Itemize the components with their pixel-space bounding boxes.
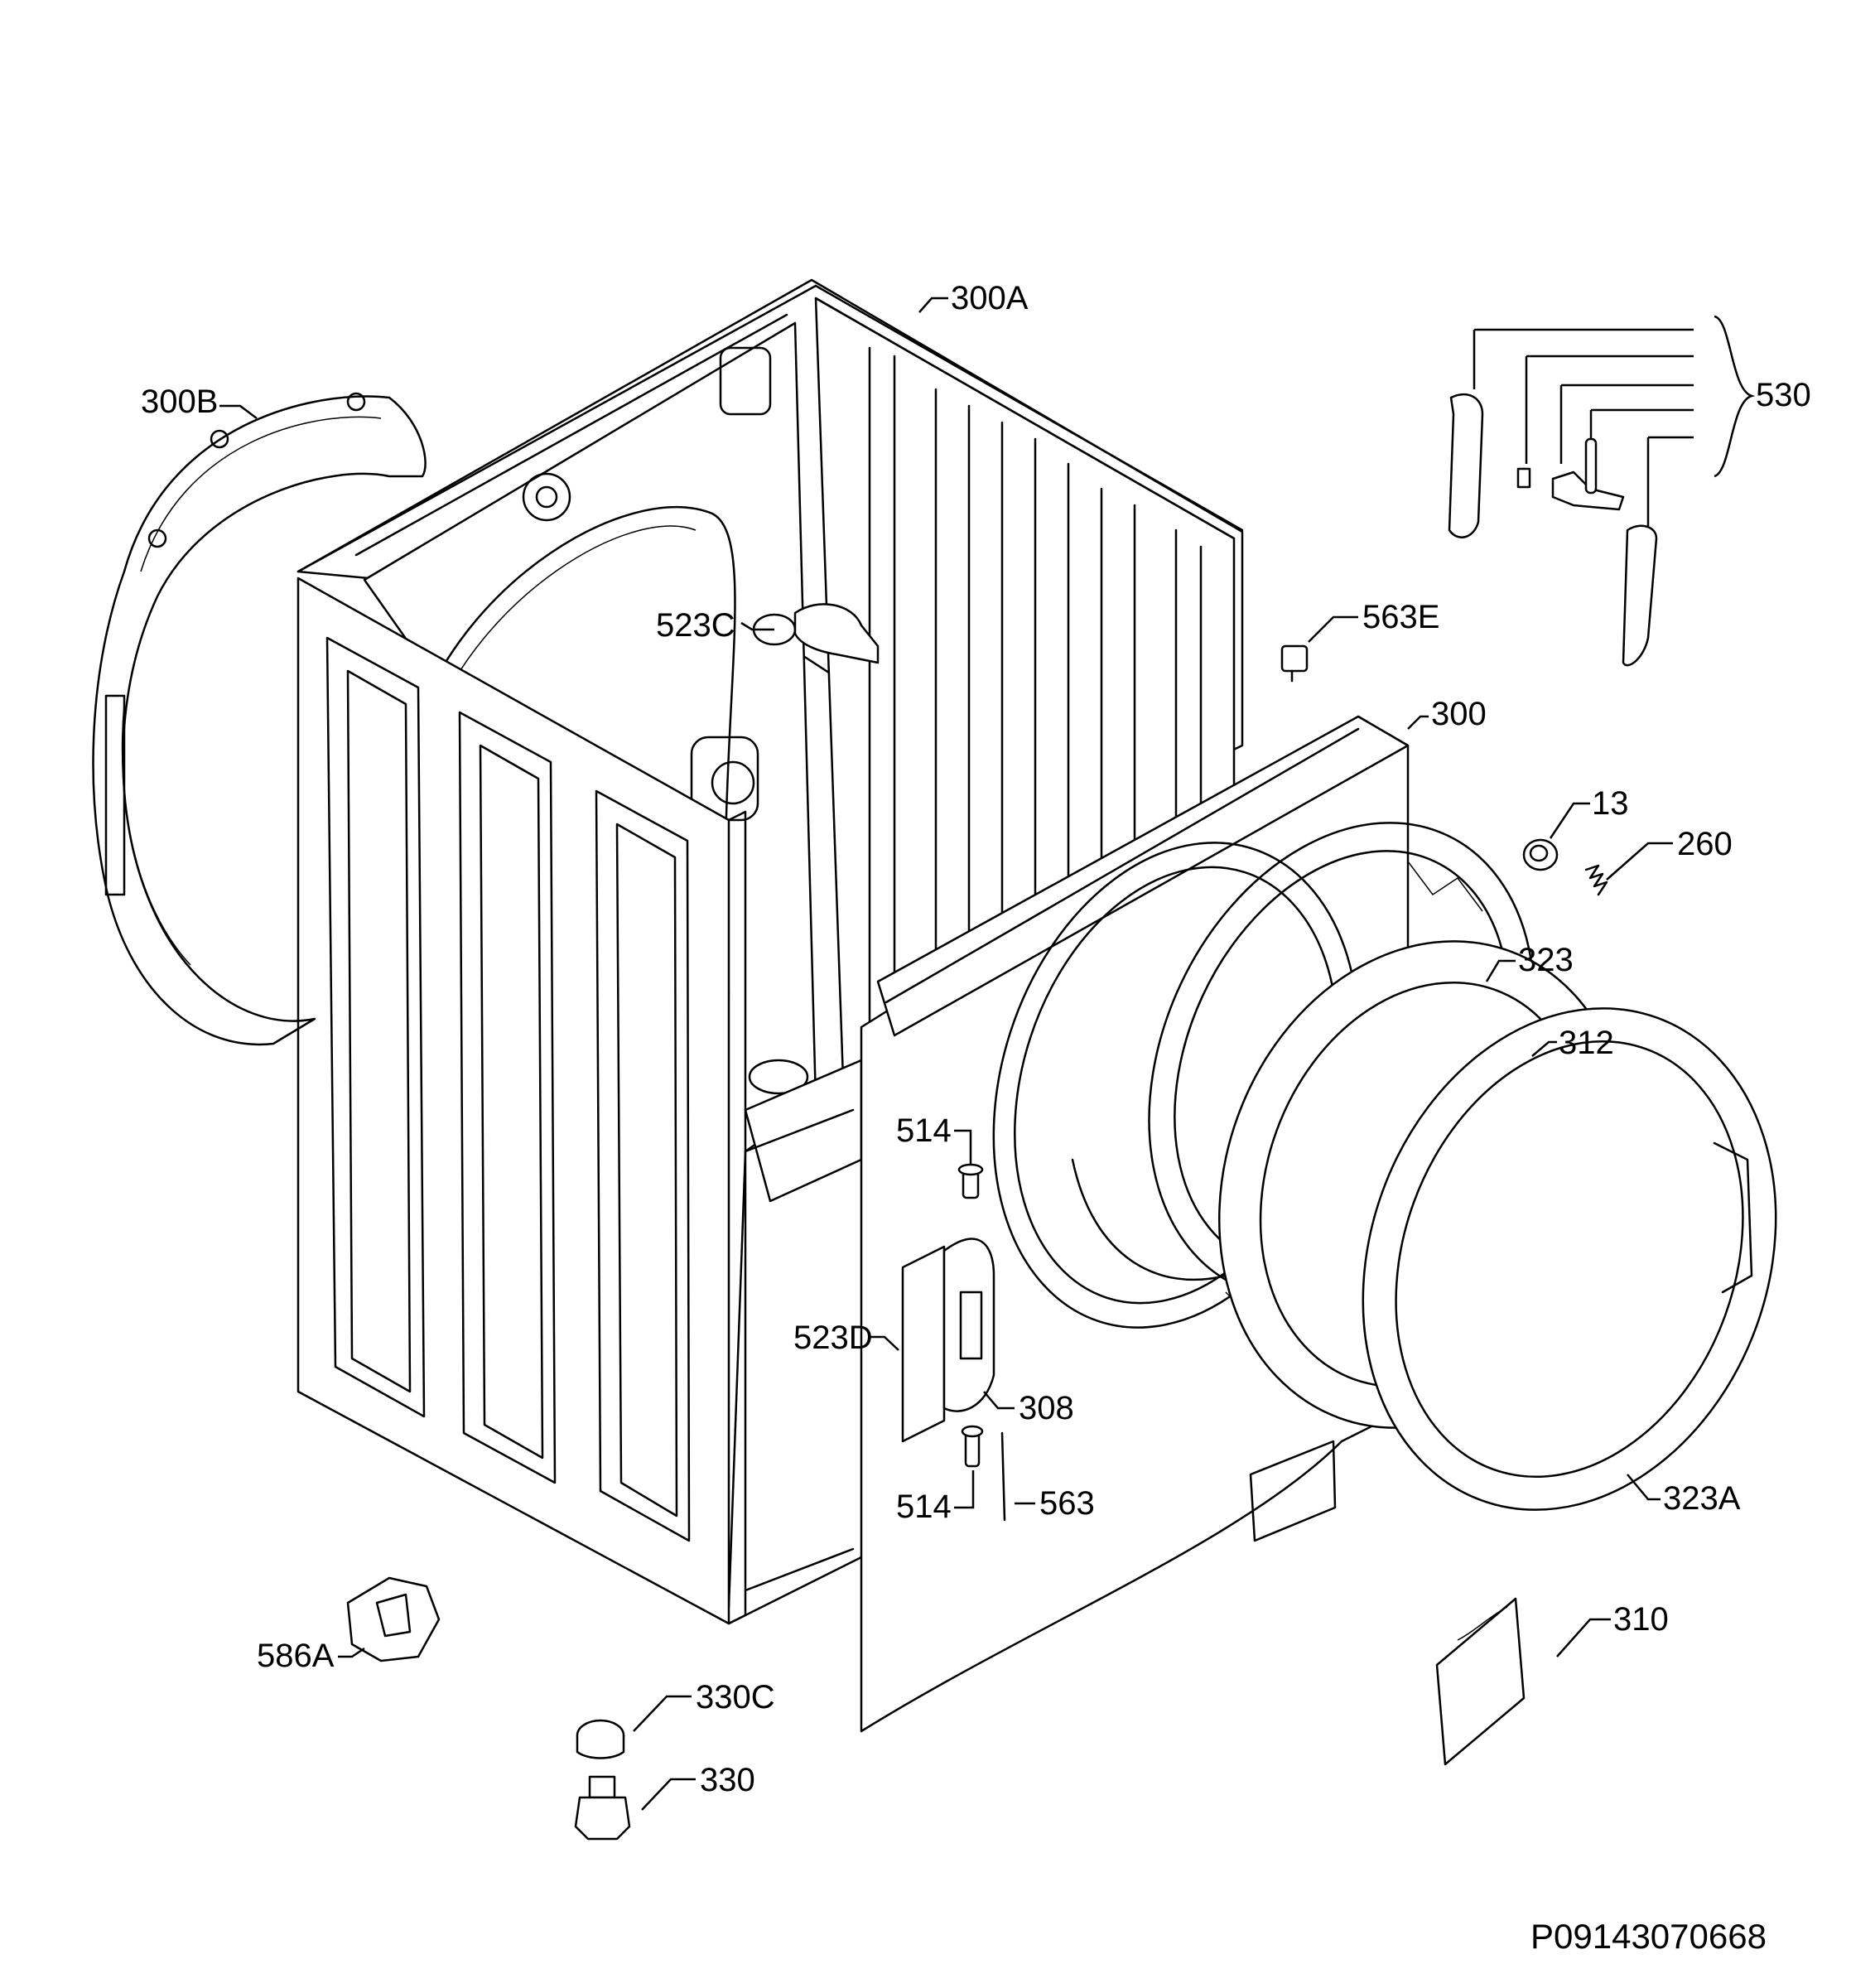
- bushing-13: [1522, 838, 1559, 871]
- callout-300A: 300A: [951, 280, 1029, 316]
- callout-310: 310: [1613, 1601, 1669, 1638]
- callout-300B: 300B: [141, 384, 218, 420]
- callout-523D: 523D: [793, 1320, 873, 1356]
- callout-13: 13: [1592, 785, 1629, 822]
- callout-323: 323: [1518, 942, 1574, 978]
- front-panel: [860, 715, 1410, 1733]
- callout-523C: 523C: [656, 607, 735, 644]
- screw-514-bottom: [961, 1425, 984, 1468]
- callout-563: 563: [1039, 1485, 1095, 1522]
- callout-260: 260: [1677, 826, 1733, 862]
- latch-563E: [1280, 644, 1309, 683]
- callout-586A: 586A: [257, 1638, 335, 1674]
- filter-plug-330: [574, 1775, 631, 1841]
- callout-labels: 300A 300B 530 523C 563E 300 13 260 323 3…: [141, 280, 1811, 1798]
- callout-330: 330: [700, 1762, 755, 1798]
- screw-514-top: [957, 1163, 984, 1199]
- pressure-switch-586A: [346, 1576, 441, 1662]
- leader-lines: [219, 297, 1673, 1811]
- callout-563E: 563E: [1362, 599, 1439, 635]
- filter-cover-310: [1435, 1597, 1526, 1766]
- diagram-code: P09143070668: [1530, 1917, 1767, 1956]
- callout-312: 312: [1559, 1025, 1614, 1061]
- callout-300: 300: [1431, 696, 1487, 732]
- callout-514-top: 514: [896, 1112, 952, 1149]
- callout-323A: 323A: [1663, 1480, 1741, 1517]
- rear-cover-ring: [92, 392, 427, 1046]
- callout-530: 530: [1756, 377, 1811, 413]
- callout-330C: 330C: [696, 1679, 775, 1715]
- callout-308: 308: [1019, 1390, 1074, 1426]
- rod-563: [1000, 1431, 1006, 1522]
- handle-kit-530: [1448, 315, 1756, 667]
- pump-cap-330C: [576, 1719, 625, 1759]
- door-hinge: [901, 1238, 995, 1443]
- outer-door-323A: [1362, 1007, 1777, 1511]
- callout-514-bottom: 514: [896, 1489, 952, 1525]
- spring-260: [1584, 864, 1608, 896]
